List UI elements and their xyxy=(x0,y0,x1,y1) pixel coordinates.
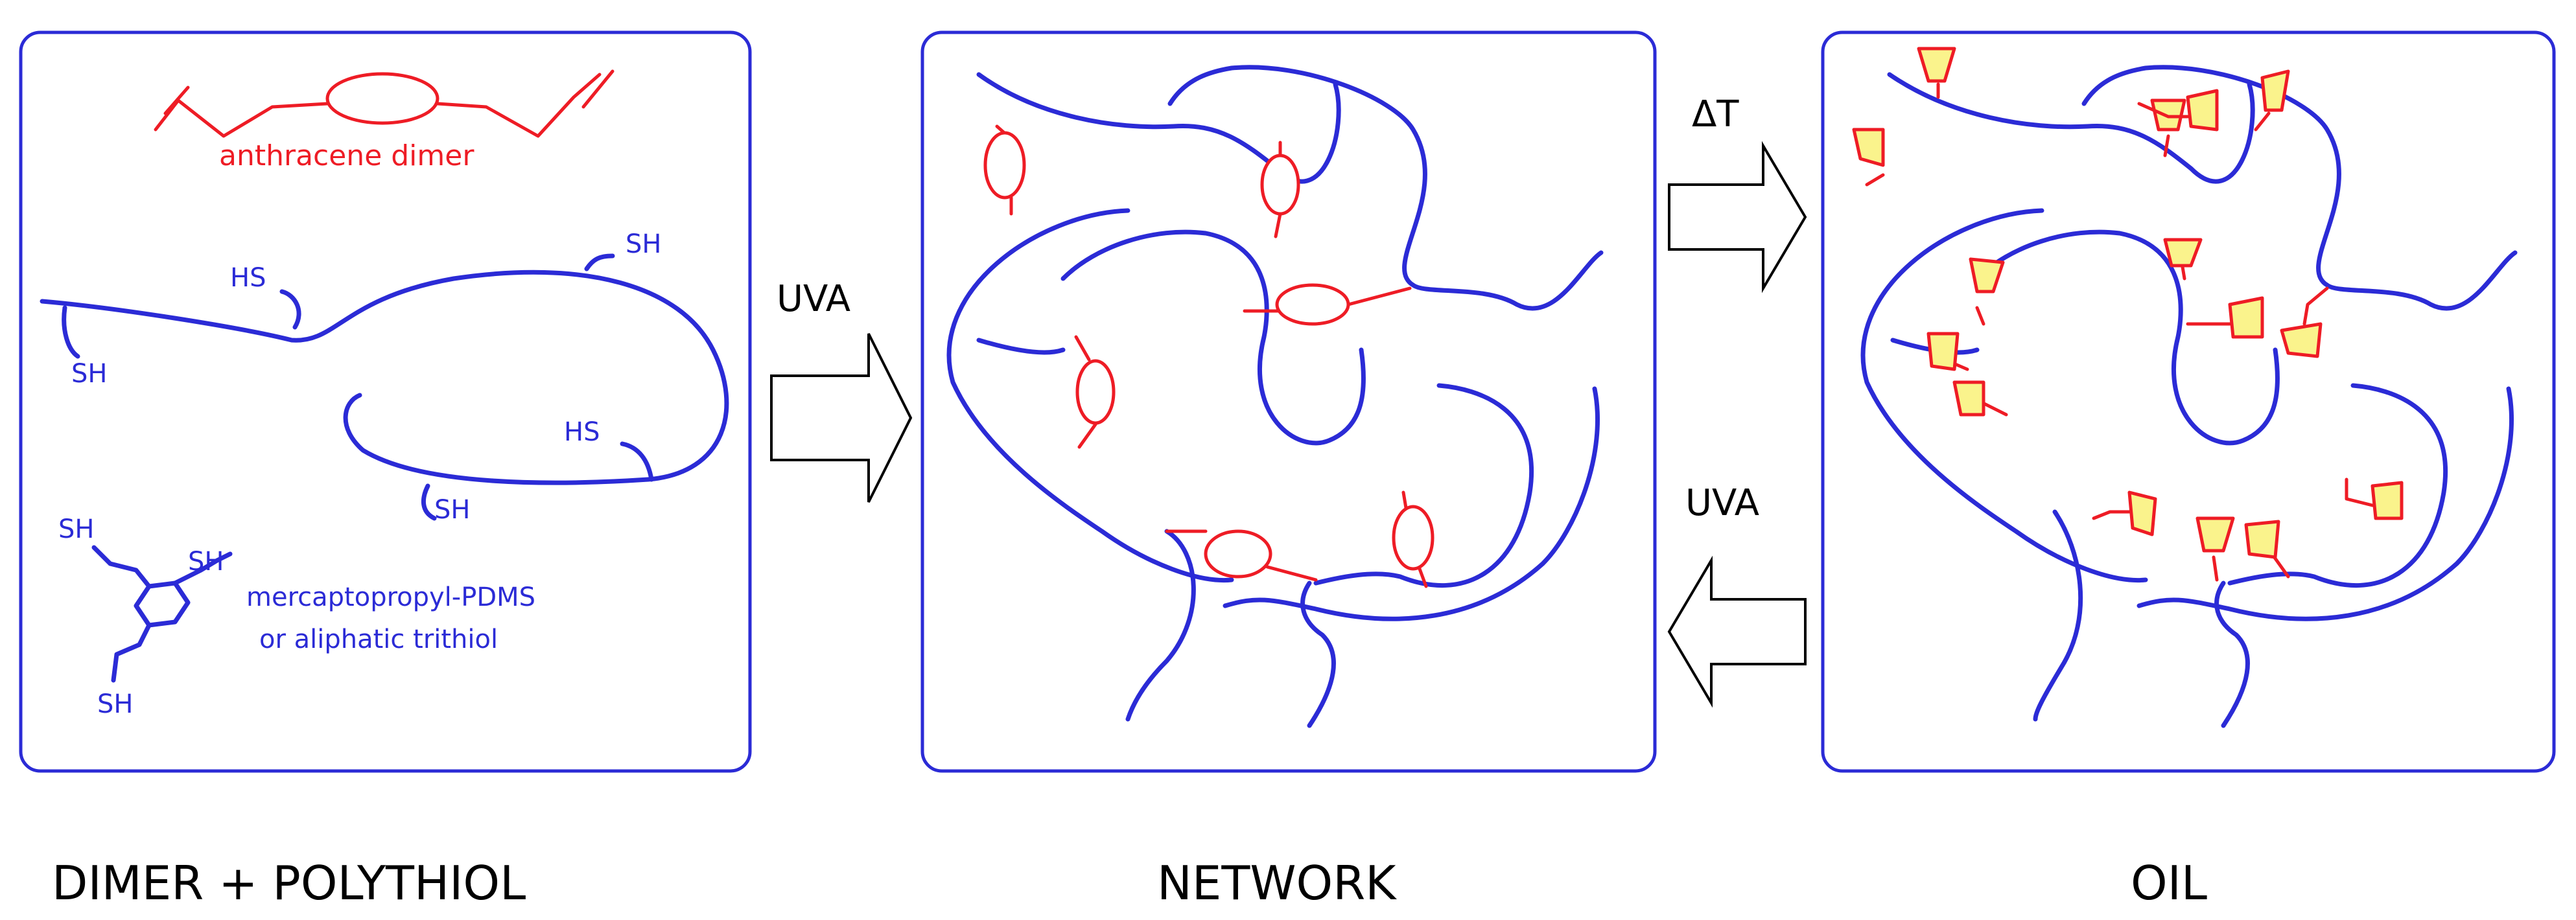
anthracene-monomer xyxy=(1952,380,2008,417)
network-chain xyxy=(1060,229,1366,446)
anthracene-crosslink xyxy=(1243,283,1412,326)
anthracene-crosslink xyxy=(1392,490,1434,588)
polythiol-description-line1: mercaptopropyl-PDMS xyxy=(246,582,535,612)
thiol-label: HS xyxy=(564,417,600,447)
trithiol-sh-label: SH xyxy=(188,547,224,577)
panel-3-frame xyxy=(1821,30,2556,773)
anthracene-monomer xyxy=(2163,238,2203,281)
network-chain xyxy=(976,72,1341,184)
panel-network xyxy=(920,30,1657,773)
anthracene-monomer xyxy=(2244,520,2290,579)
anthracene-monomer xyxy=(2092,490,2157,536)
caption-network: NETWORK xyxy=(1157,856,1397,910)
anthracene-monomer xyxy=(2254,69,2290,132)
trithiol-sh-label: SH xyxy=(97,689,133,719)
thiol-pendant xyxy=(279,289,301,330)
anthracene-monomer xyxy=(2186,296,2264,339)
panel-dimer-polythiol: anthracene dimer HS SH SH HS SH SH SH SH… xyxy=(19,30,752,773)
panel-oil xyxy=(1821,30,2556,773)
network-chain xyxy=(1313,383,1534,588)
anthracene-monomer xyxy=(2280,286,2329,358)
anthracene-monomer xyxy=(1917,47,1956,99)
network-chain xyxy=(1167,65,1604,311)
thiol-pendant xyxy=(620,441,654,482)
heat-label: ΔT xyxy=(1692,93,1739,135)
trithiol-sh-label: SH xyxy=(58,514,94,544)
oil-chain xyxy=(2137,386,2514,621)
pdms-chain-long xyxy=(40,270,729,485)
oil-chain xyxy=(2081,65,2518,311)
network-chain xyxy=(1125,529,1196,722)
network-chain xyxy=(1300,581,1336,728)
anthracene-monomer xyxy=(2137,89,2219,132)
oil-chain xyxy=(2033,509,2083,722)
oil-chain xyxy=(1974,229,2280,446)
anthracene-crosslink xyxy=(1165,529,1318,582)
uva-forward-label: UVA xyxy=(777,278,850,320)
caption-oil: OIL xyxy=(2131,856,2207,910)
panel-2-frame xyxy=(920,30,1657,773)
network-chain xyxy=(1223,386,1600,621)
uva-reverse-arrow: UVA xyxy=(1667,482,1807,708)
panel-1-frame xyxy=(19,30,752,773)
anthracene-crosslink xyxy=(983,124,1026,216)
network-chain xyxy=(976,338,1066,355)
polythiol-description-line2: or aliphatic trithiol xyxy=(259,625,498,654)
anthracene-crosslink xyxy=(1074,335,1116,449)
anthracene-monomer xyxy=(1926,332,1969,371)
caption-dimer-polythiol: DIMER + POLYTHIOL xyxy=(52,856,526,910)
thiol-pendant xyxy=(62,305,80,359)
heat-arrow: ΔT xyxy=(1668,93,1807,293)
anthracene-dimer-label: anthracene dimer xyxy=(219,139,474,172)
network-chain xyxy=(946,208,1234,583)
oil-chain xyxy=(1887,72,2255,184)
anthracene-dimer-molecule xyxy=(154,69,615,138)
anthracene-monomer xyxy=(1969,257,2005,326)
uva-reverse-label: UVA xyxy=(1685,482,1759,524)
thiol-pendant xyxy=(421,483,437,521)
thiol-label: SH xyxy=(626,229,661,259)
oil-chain xyxy=(1860,208,2148,583)
aliphatic-trithiol-structure xyxy=(91,545,233,683)
thiol-label: SH xyxy=(71,359,107,389)
uva-forward-arrow: UVA xyxy=(770,278,913,503)
oil-chain xyxy=(2214,581,2250,728)
anthracene-monomer xyxy=(2195,516,2235,582)
thiol-pendant xyxy=(584,253,615,271)
anthracene-crosslink xyxy=(1260,141,1300,238)
thiol-label: SH xyxy=(434,495,470,525)
anthracene-monomer xyxy=(1852,128,1885,187)
thiol-label: HS xyxy=(230,263,266,293)
anthracene-monomer xyxy=(2345,477,2404,520)
